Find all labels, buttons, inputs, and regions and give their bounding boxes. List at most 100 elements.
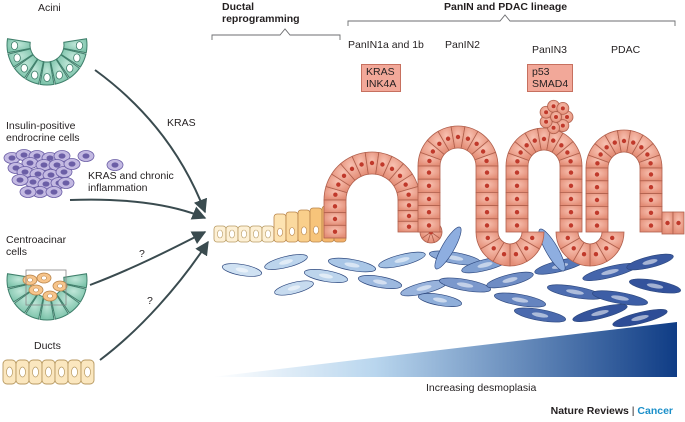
columnar-nucleus bbox=[277, 227, 283, 237]
panin3-cell-nucleus bbox=[559, 143, 564, 148]
fibroblast-nucleus bbox=[502, 277, 518, 283]
fibroblast-nucleus bbox=[344, 262, 360, 268]
arrow-ducts bbox=[99, 240, 209, 361]
panin1-cell-nucleus bbox=[406, 192, 411, 197]
label-acini: Acini bbox=[38, 2, 61, 14]
panin2-side-cell-nucleus bbox=[426, 223, 432, 228]
fibroblast-nucleus bbox=[287, 285, 301, 291]
centroacinar-nucleus bbox=[41, 275, 47, 281]
endocrine-nucleus bbox=[29, 179, 37, 185]
flat-duct-nucleus bbox=[241, 229, 247, 239]
panin3-base-cell-nucleus bbox=[581, 252, 587, 257]
mutation-kras: KRAS bbox=[366, 66, 395, 78]
duct-nucleus bbox=[84, 366, 91, 378]
header-ductal-2: reprogramming bbox=[222, 13, 300, 25]
mutation-smad4: SMAD4 bbox=[532, 78, 569, 90]
panin3-cell-nucleus bbox=[515, 159, 520, 164]
panin3-base-cell-nucleus bbox=[604, 246, 609, 251]
header-lineage: PanIN and PDAC lineage bbox=[444, 1, 568, 13]
endocrine-nucleus bbox=[8, 155, 16, 161]
flat-duct-nucleus bbox=[253, 229, 259, 239]
panin2-cell-nucleus bbox=[437, 141, 442, 146]
endocrine-nucleus bbox=[40, 162, 48, 168]
duct-cells bbox=[2, 359, 95, 385]
pdac-side-cell-nucleus bbox=[594, 223, 600, 228]
cluster-nucleus bbox=[554, 115, 558, 119]
cluster-nucleus bbox=[544, 110, 549, 115]
panin3-side-cell-nucleus bbox=[568, 196, 574, 202]
fibroblast-nucleus bbox=[446, 255, 464, 261]
pdac-cell-nucleus bbox=[639, 145, 644, 150]
acinar-nucleus bbox=[31, 70, 39, 80]
budding-cell-cluster bbox=[539, 99, 574, 135]
panin1-cell-nucleus bbox=[403, 182, 408, 187]
panin1-cell-nucleus bbox=[341, 173, 347, 178]
fibroblast-nucleus bbox=[631, 314, 649, 322]
centroacinar-nucleus bbox=[33, 287, 39, 293]
panin1-cell-nucleus bbox=[369, 160, 375, 166]
panin2-side-cell-nucleus bbox=[426, 210, 432, 215]
duct-nucleus bbox=[6, 366, 13, 378]
journal-credit: Nature Reviews | Cancer bbox=[551, 405, 673, 417]
endocrine-nucleus bbox=[111, 162, 119, 168]
pdac-cell-nucleus bbox=[621, 138, 627, 144]
endocrine-nucleus bbox=[16, 177, 24, 183]
endocrine-nucleus bbox=[58, 153, 66, 159]
panin2-cell-nucleus bbox=[474, 141, 479, 146]
mutation-box-p53-smad4: p53 SMAD4 bbox=[527, 64, 574, 92]
panin2-side-cell-nucleus bbox=[426, 170, 432, 175]
panin2-cell-nucleus bbox=[465, 136, 471, 141]
panin3-base-cell-nucleus bbox=[610, 235, 615, 241]
columnar-cell bbox=[297, 209, 311, 243]
panin2-side-cell-nucleus bbox=[484, 170, 490, 175]
acinar-nucleus bbox=[66, 63, 74, 73]
endocrine-nucleus bbox=[50, 189, 58, 195]
panin1-side-cell-nucleus bbox=[406, 203, 412, 208]
panin1-cell-nucleus bbox=[397, 173, 403, 178]
panin2-cell-nucleus bbox=[484, 158, 489, 164]
centroacinar-nucleus bbox=[47, 293, 53, 299]
pdac-cell-nucleus bbox=[648, 161, 653, 166]
acini-cluster bbox=[6, 38, 88, 86]
panin2-cell-nucleus bbox=[445, 136, 451, 141]
pdac-cell-nucleus bbox=[645, 152, 650, 157]
cluster-nucleus bbox=[551, 125, 556, 130]
arrow-acini bbox=[94, 69, 208, 214]
endocrine-nucleus bbox=[53, 162, 61, 168]
stage-panin3: PanIN3 bbox=[532, 44, 568, 56]
cluster-nucleus bbox=[560, 106, 565, 111]
panin2-side-cell-nucleus bbox=[426, 183, 432, 188]
panin1-cell-nucleus bbox=[336, 182, 341, 187]
stage-panin2: PanIN2 bbox=[445, 39, 481, 51]
panin2-side-cell-nucleus bbox=[484, 223, 490, 228]
panin3-cell-nucleus bbox=[518, 150, 523, 155]
panin2-base-cell-nucleus bbox=[524, 246, 529, 251]
pdac-side-cell-nucleus bbox=[594, 172, 600, 177]
flat-duct-nucleus bbox=[217, 229, 223, 239]
endocrine-nucleus bbox=[62, 180, 70, 186]
fibroblast-nucleus bbox=[394, 257, 410, 263]
pdac-cell-nucleus bbox=[604, 145, 609, 150]
fibroblast-nucleus bbox=[477, 262, 493, 268]
panin2-base-cell-nucleus bbox=[491, 246, 496, 251]
acinar-nucleus bbox=[20, 63, 28, 73]
panin2-cell-nucleus bbox=[480, 149, 486, 154]
pdac-cell-nucleus bbox=[612, 140, 617, 145]
endocrine-nucleus bbox=[36, 189, 44, 195]
panin2-side-cell-nucleus bbox=[426, 196, 432, 202]
panin3-side-cell-nucleus bbox=[568, 210, 574, 215]
centroacinar-nucleus bbox=[57, 283, 63, 289]
fibroblast-nucleus bbox=[433, 297, 447, 303]
mutation-ink4a: INK4A bbox=[366, 78, 397, 90]
panin3-side-cell-nucleus bbox=[514, 210, 520, 215]
pdac-side-cell-nucleus bbox=[648, 172, 654, 177]
panin3-side-cell-nucleus bbox=[514, 223, 520, 228]
endocrine-nucleus bbox=[47, 172, 55, 178]
fibroblast-nucleus bbox=[646, 283, 664, 289]
fibroblast-nucleus bbox=[601, 268, 619, 276]
panin3-cell-nucleus bbox=[532, 138, 537, 143]
endocrine-nucleus bbox=[34, 171, 42, 177]
acinar-nucleus bbox=[73, 53, 81, 63]
fibroblast-nucleus bbox=[511, 297, 529, 303]
